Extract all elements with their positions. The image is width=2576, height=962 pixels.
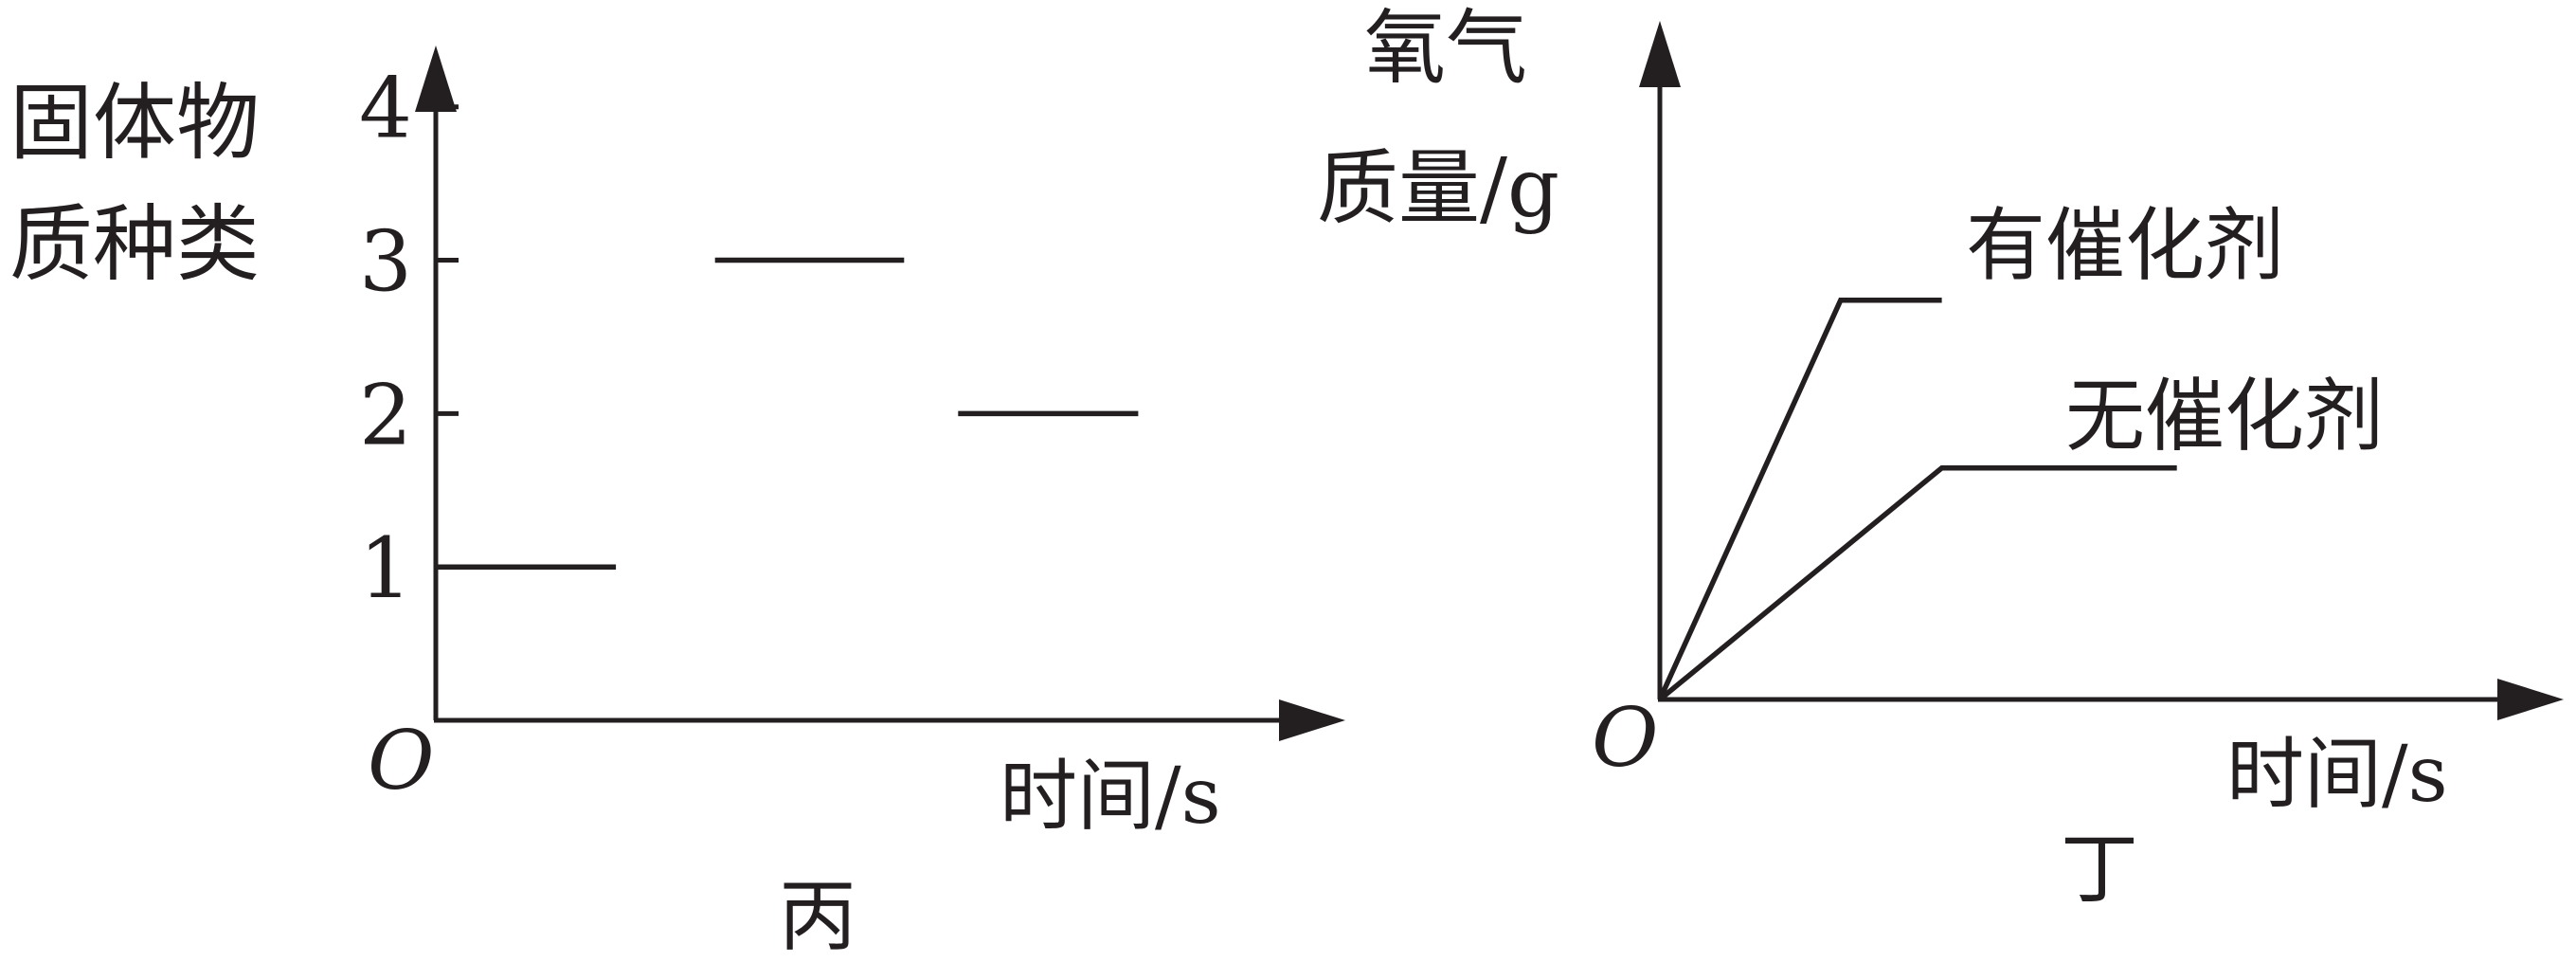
chart-ding-series-label-catalyst: 有催化剂 — [1966, 199, 2284, 292]
chart-ding-caption: 丁 — [2061, 825, 2138, 915]
chart-bing-ytick-label-2: 2 — [359, 366, 412, 463]
chart-bing-ytick-label-4: 4 — [359, 60, 412, 157]
chart-bing-x-arrow — [1279, 699, 1345, 741]
chart-bing-ytick-label-3: 3 — [359, 213, 412, 311]
chart-ding-series — [1657, 298, 2177, 702]
chart-ding-origin-label: O — [1592, 691, 1659, 786]
chart-ding-x-arrow — [2497, 679, 2564, 720]
chart-ding-ylabel-line1: 氧气 — [1364, 1, 1527, 96]
chart-ding-ylabel-line2: 质量/g — [1317, 141, 1559, 236]
chart-bing-series — [436, 257, 1139, 570]
chart-bing-y-arrow — [415, 45, 457, 112]
chart-ding-xlabel: 时间/s — [2226, 730, 2448, 820]
chart-bing-caption: 丙 — [779, 872, 856, 962]
chart-bing-ticks: 1 2 3 4 — [359, 60, 459, 617]
chart-ding-series-label-no-catalyst: 无催化剂 — [2065, 370, 2384, 463]
chart-ding-line-no-catalyst — [1658, 464, 2177, 702]
chart-bing-xlabel: 时间/s — [1000, 752, 1221, 842]
chart-bing-ylabel-line1: 固体物 — [9, 74, 260, 172]
chart-bing-ytick-label-1: 1 — [359, 519, 412, 617]
chart-ding-line-catalyst — [1657, 298, 1942, 701]
chart-bing: 固体物 质种类 1 2 3 4 O 时间/s 丙 — [9, 45, 1345, 962]
chart-ding: 氧气 质量/g 有催化剂 无催化剂 O 时间/s 丁 — [1317, 1, 2564, 915]
chart-bing-ylabel-line2: 质种类 — [9, 195, 260, 293]
chart-bing-origin-label: O — [368, 714, 435, 808]
chart-ding-y-arrow — [1639, 21, 1681, 87]
